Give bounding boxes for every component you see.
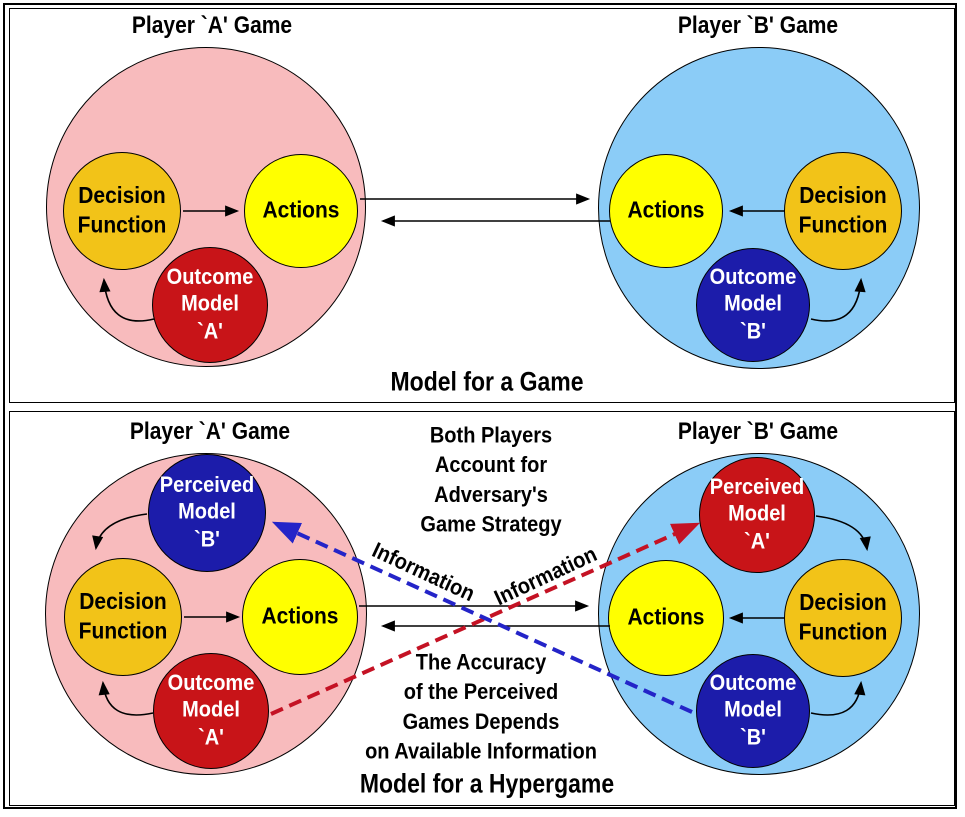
- hypergame-top-note: Both Players Account for Adversary's Gam…: [420, 423, 562, 538]
- hypergame-b-perceived-model-circle: Perceived Model `A': [699, 457, 815, 573]
- game-a-decision-function-label: Decision Function: [77, 183, 167, 238]
- hypergame-player-b-title: Player `B' Game: [677, 418, 839, 445]
- hypergame-a-actions-circle: Actions: [242, 559, 358, 675]
- hypergame-panel: [9, 411, 955, 806]
- game-b-outcome-model-circle: Outcome Model `B': [696, 248, 810, 362]
- hypergame-b-perceived-model-label: Perceived Model `A': [709, 475, 805, 555]
- game-caption: Model for a Game: [390, 365, 584, 397]
- game-a-outcome-model-label: Outcome Model `A': [166, 265, 254, 345]
- game-b-actions-circle: Actions: [609, 154, 723, 268]
- hypergame-a-decision-function-circle: Decision Function: [64, 558, 182, 676]
- hypergame-a-actions-label: Actions: [261, 603, 339, 630]
- game-a-outcome-model-circle: Outcome Model `A': [152, 247, 268, 363]
- hypergame-player-a-title: Player `A' Game: [129, 418, 291, 445]
- hypergame-b-decision-function-circle: Decision Function: [784, 559, 902, 677]
- game-player-a-title: Player `A' Game: [131, 12, 293, 39]
- game-b-decision-function-label: Decision Function: [798, 183, 888, 238]
- hypergame-a-outcome-model-label: Outcome Model `A': [167, 671, 255, 751]
- outer-frame: [3, 3, 957, 809]
- game-a-actions-label: Actions: [262, 197, 340, 224]
- game-player-b-title: Player `B' Game: [677, 12, 839, 39]
- hypergame-caption: Model for a Hypergame: [359, 767, 615, 799]
- game-a-actions-circle: Actions: [244, 154, 358, 268]
- game-b-actions-label: Actions: [627, 197, 705, 224]
- hypergame-a-perceived-model-label: Perceived Model `B': [159, 473, 255, 553]
- game-panel: [9, 8, 955, 403]
- hypergame-a-outcome-model-circle: Outcome Model `A': [153, 653, 269, 769]
- game-a-decision-function-circle: Decision Function: [63, 152, 181, 270]
- hypergame-b-actions-label: Actions: [627, 604, 705, 631]
- hypergame-b-decision-function-label: Decision Function: [798, 590, 888, 645]
- hypergame-b-outcome-model-circle: Outcome Model `B': [696, 654, 810, 768]
- hypergame-bottom-note: The Accuracy of the Perceived Games Depe…: [365, 650, 597, 765]
- hypergame-a-perceived-model-circle: Perceived Model `B': [148, 454, 266, 572]
- hypergame-b-actions-circle: Actions: [608, 560, 724, 676]
- game-b-outcome-model-label: Outcome Model `B': [709, 265, 797, 345]
- hypergame-a-decision-function-label: Decision Function: [78, 589, 168, 644]
- game-b-decision-function-circle: Decision Function: [784, 152, 902, 270]
- hypergame-b-outcome-model-label: Outcome Model `B': [709, 671, 797, 751]
